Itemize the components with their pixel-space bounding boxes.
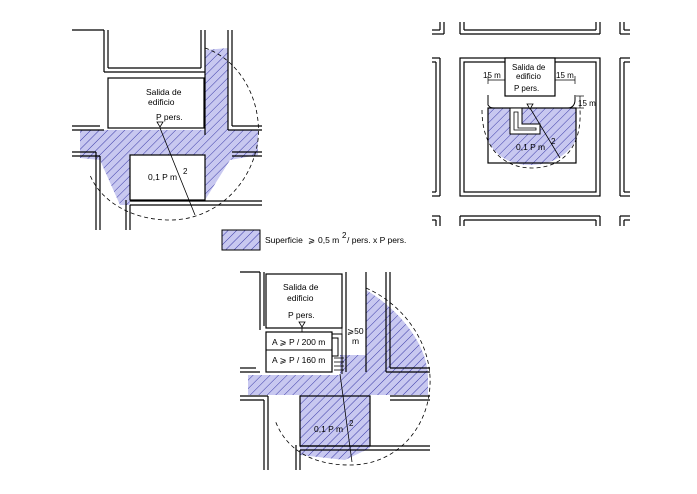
top-left-radius-line xyxy=(159,127,196,216)
top-right-outer-walls xyxy=(432,22,630,226)
bottom-corridor-label-1: A ⩾ P / 200 m xyxy=(272,337,325,347)
bottom-dim-unit: m xyxy=(352,336,359,346)
top-right-hatched-area xyxy=(488,108,576,165)
bottom-walls xyxy=(240,271,430,470)
top-left-exit-marker xyxy=(156,121,164,128)
top-left-exit-label-2: edificio xyxy=(148,97,175,107)
top-right-exit-label-2: edificio xyxy=(516,72,541,81)
bottom-radius-line xyxy=(339,373,353,463)
legend: Superficie ⩾ 0,5 m 2 / pers. x P pers. xyxy=(221,229,406,251)
legend-swatch xyxy=(221,229,261,251)
bottom-diagram: Salida de edificio P pers. A ⩾ P / 200 m… xyxy=(240,271,431,470)
bottom-dim-value: ⩾50 xyxy=(347,326,364,336)
bottom-exit-label-2: edificio xyxy=(287,293,314,303)
top-right-dim-right: 15 m xyxy=(556,71,574,80)
bottom-corridor-path xyxy=(332,337,339,357)
top-left-hatched-area xyxy=(80,48,258,205)
top-right-building xyxy=(504,57,556,97)
legend-text-1: Superficie xyxy=(265,235,303,245)
legend-sup: 2 xyxy=(342,231,347,240)
top-left-building xyxy=(107,77,205,129)
legend-symbol-1: ⩾ xyxy=(308,235,315,245)
top-left-diagram: Salida de edificio P pers. 0,1 P m 2 xyxy=(72,29,262,230)
bottom-area-sup: 2 xyxy=(349,419,354,428)
top-left-assembly-box xyxy=(129,154,206,201)
bottom-exit-marker xyxy=(298,321,306,328)
legend-text-3: / pers. x P pers. xyxy=(347,235,406,245)
top-left-people-label: P pers. xyxy=(156,112,183,122)
bottom-exit-label-1: Salida de xyxy=(283,282,319,292)
top-right-diagram: 15 m 15 m 15 m Salida de edificio P pers… xyxy=(432,22,630,226)
top-right-radius-line xyxy=(529,107,561,159)
top-right-dim-side: 15 m xyxy=(578,99,596,108)
bottom-stairs xyxy=(334,357,344,371)
bottom-area-label: 0,1 P m xyxy=(314,424,343,434)
top-right-people-label: P pers. xyxy=(514,84,539,93)
bottom-people-label: P pers. xyxy=(288,310,315,320)
bottom-radius-circle xyxy=(274,287,431,466)
bottom-assembly-box xyxy=(299,395,371,447)
top-right-area-sup: 2 xyxy=(551,137,556,146)
top-right-area-label: 0,1 P m xyxy=(516,142,545,152)
top-left-walls xyxy=(72,29,262,230)
top-right-dimensions xyxy=(487,76,584,109)
top-right-exit-marker xyxy=(526,103,534,110)
top-left-area-sup: 2 xyxy=(183,167,188,176)
top-right-exit-label-1: Salida de xyxy=(512,63,546,72)
top-left-radius-circle xyxy=(89,47,259,221)
top-right-assembly-box xyxy=(487,107,577,164)
bottom-corridor-box xyxy=(265,331,333,373)
top-left-area-label: 0,1 P m xyxy=(148,172,177,182)
bottom-building xyxy=(265,273,343,329)
top-left-exit-label-1: Salida de xyxy=(146,87,182,97)
bottom-corridor-label-2: A ⩾ P / 160 m xyxy=(272,355,325,365)
bottom-hatched-area xyxy=(248,290,428,460)
top-right-dim-left: 15 m xyxy=(483,71,501,80)
top-right-l-shape-inner xyxy=(513,111,537,131)
legend-text-2: 0,5 m xyxy=(318,235,339,245)
